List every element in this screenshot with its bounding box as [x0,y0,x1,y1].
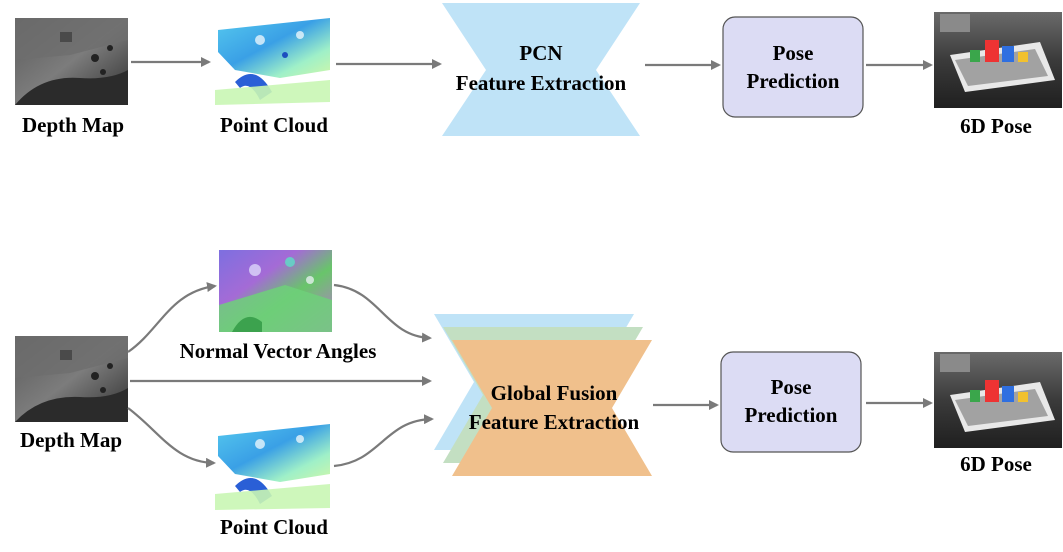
arrow-pointcloud-to-fusion [333,414,434,468]
pose-prediction-box-bottom [720,351,862,453]
point-cloud-label-top: Point Cloud [220,113,328,137]
fusion-encoder-line2: Feature Extraction [469,410,640,434]
depth-map-image-bottom [15,336,128,422]
pose-prediction-line2-bottom: Prediction [745,403,838,427]
pose-output-label-bottom: 6D Pose [960,452,1032,476]
point-cloud-label-bottom: Point Cloud [220,515,328,539]
depth-map-label-top: Depth Map [22,113,124,137]
arrow-depth-to-pointcloud-bottom [127,407,216,468]
pose-prediction-line2-top: Prediction [747,69,840,93]
pcn-encoder-shape [442,3,640,136]
pose-prediction-line1-bottom: Pose [771,375,812,399]
pcn-encoder-line1: PCN [519,41,562,65]
normal-vector-label: Normal Vector Angles [180,339,377,363]
bottom-pipeline: Depth Map Normal Vector Angles Point Clo… [15,250,1062,539]
pose-output-label-top: 6D Pose [960,114,1032,138]
fusion-encoder-front-layer [452,340,652,476]
depth-map-image-top [15,18,128,105]
arrow-depth-to-normal [127,282,217,353]
pose-prediction-line1-top: Pose [773,41,814,65]
arrow-normal-to-fusion [333,283,432,343]
point-cloud-image-bottom [215,424,330,510]
depth-map-label-bottom: Depth Map [20,428,122,452]
pose-prediction-box-top [722,16,864,118]
pose-output-image-bottom [934,352,1062,448]
pose-output-image-top [934,12,1062,108]
fusion-encoder-line1: Global Fusion [491,381,618,405]
normal-vector-image [219,250,332,332]
pcn-encoder-line2: Feature Extraction [456,71,627,95]
top-pipeline: Depth Map Point Cloud PCN Feature Extrac… [15,3,1062,138]
point-cloud-image-top [215,18,330,105]
